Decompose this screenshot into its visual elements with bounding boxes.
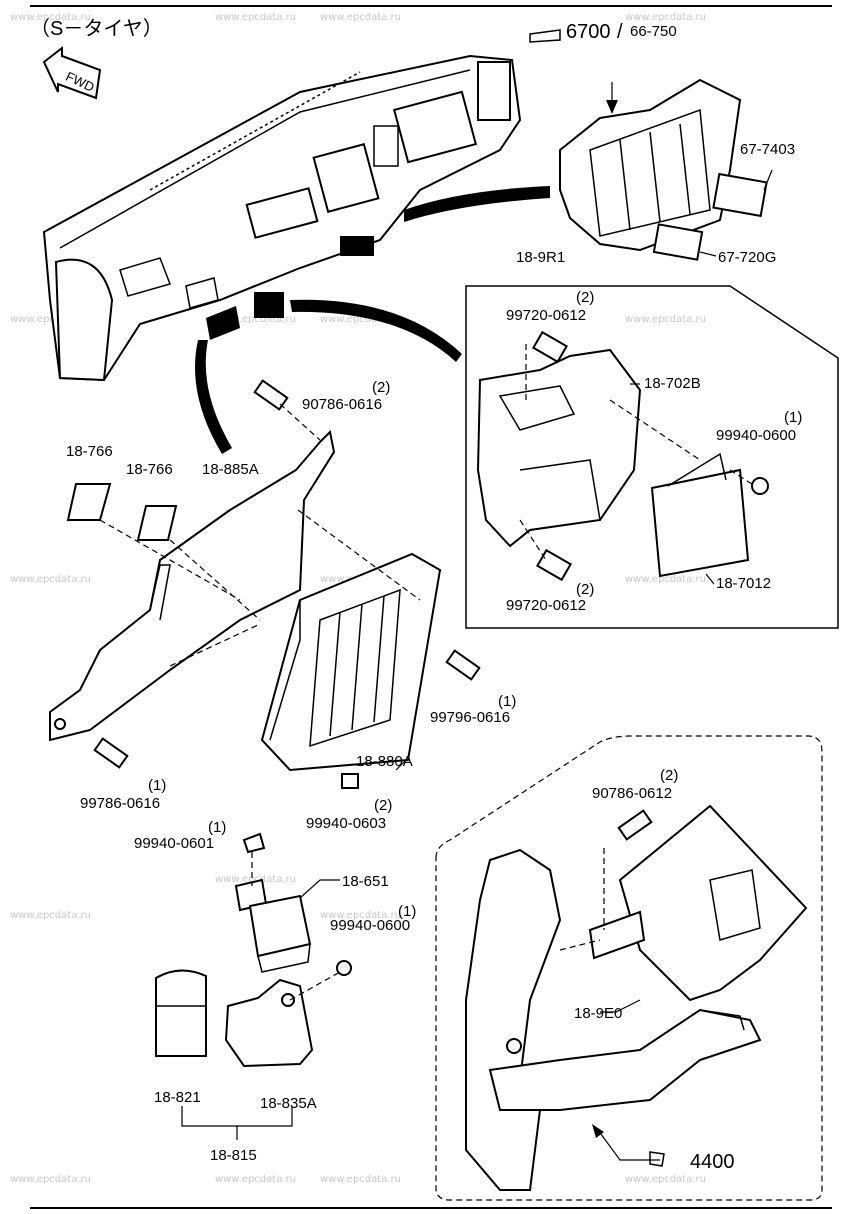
qty-99796-0616: (1) (498, 693, 516, 710)
ecu-bracket-assembly (49, 379, 481, 789)
watermark: www.epcdata.ru (625, 1174, 706, 1185)
watermark: www.epcdata.ru (10, 314, 91, 325)
hand-pointer-icon (649, 1151, 665, 1167)
relay-assembly (155, 832, 352, 1140)
label-18-880A[interactable]: 18-880A (356, 753, 413, 770)
watermark: www.epcdata.ru (625, 12, 706, 23)
label-99720-0612-bot[interactable]: 99720-0612 (506, 597, 586, 614)
label-18-815[interactable]: 18-815 (210, 1147, 257, 1164)
diagram-title: （S－タイヤ） (30, 17, 163, 40)
label-99786-0616[interactable]: 99786-0616 (80, 795, 160, 812)
watermark: www.epcdata.ru (320, 314, 401, 325)
qty-99940-0603: (2) (374, 797, 392, 814)
qty-99720-top: (2) (576, 289, 594, 306)
label-18-9E0[interactable]: 18-9E0 (574, 1005, 622, 1022)
watermark: www.epcdata.ru (320, 12, 401, 23)
watermark: www.epcdata.ru (10, 1174, 91, 1185)
label-67-720G[interactable]: 67-720G (718, 249, 776, 266)
label-67-7403[interactable]: 67-7403 (740, 141, 795, 158)
label-99720-0612-top[interactable]: 99720-0612 (506, 307, 586, 324)
ref-6700[interactable]: 6700 (566, 21, 611, 43)
qty-99786-0616: (1) (148, 777, 166, 794)
detail-box-18-9E0 (435, 735, 823, 1201)
watermark: www.epcdata.ru (215, 874, 296, 885)
qty-90786-0612: (2) (660, 767, 678, 784)
ref-66-750[interactable]: 66-750 (630, 23, 677, 40)
qty-99720-bot: (2) (576, 581, 594, 598)
label-18-766-b[interactable]: 18-766 (126, 461, 173, 478)
label-99940-0600b[interactable]: 99940-0600 (330, 917, 410, 934)
junction-box (559, 78, 773, 261)
label-99796-0616[interactable]: 99796-0616 (430, 709, 510, 726)
label-18-9R1[interactable]: 18-9R1 (516, 249, 565, 266)
hand-pointer-icon (529, 29, 561, 43)
label-99940-0600[interactable]: 99940-0600 (716, 427, 796, 444)
label-90786-0616[interactable]: 90786-0616 (302, 396, 382, 413)
qty-99940-0601: (1) (208, 819, 226, 836)
dashboard-illustration (42, 54, 550, 454)
label-99940-0603[interactable]: 99940-0603 (306, 815, 386, 832)
watermark: www.epcdata.ru (320, 1174, 401, 1185)
ref-4400[interactable]: 4400 (690, 1151, 735, 1173)
label-90786-0612[interactable]: 90786-0612 (592, 785, 672, 802)
label-18-7012[interactable]: 18-7012 (716, 575, 771, 592)
watermark: www.epcdata.ru (10, 574, 91, 585)
qty-99940-0600: (1) (784, 409, 802, 426)
label-18-766-a[interactable]: 18-766 (66, 443, 113, 460)
label-18-835A[interactable]: 18-835A (260, 1095, 317, 1112)
watermark: www.epcdata.ru (625, 574, 706, 585)
fwd-arrow: FWD (42, 45, 102, 100)
watermark: www.epcdata.ru (215, 314, 296, 325)
watermark: www.epcdata.ru (215, 1174, 296, 1185)
watermark: www.epcdata.ru (10, 12, 91, 23)
watermark: www.epcdata.ru (10, 910, 91, 921)
watermark: www.epcdata.ru (215, 12, 296, 23)
label-18-821[interactable]: 18-821 (154, 1089, 201, 1106)
label-18-651[interactable]: 18-651 (342, 873, 389, 890)
ref-sep: / (617, 21, 623, 43)
label-99940-0601[interactable]: 99940-0601 (134, 835, 214, 852)
detail-box-18-9R1 (465, 285, 839, 629)
qty-90786-0616: (2) (372, 379, 390, 396)
watermark: www.epcdata.ru (625, 314, 706, 325)
label-18-885A[interactable]: 18-885A (202, 461, 259, 478)
watermark: www.epcdata.ru (320, 910, 401, 921)
label-18-702B[interactable]: 18-702B (644, 375, 701, 392)
qty-99940-0600b: (1) (398, 903, 416, 920)
